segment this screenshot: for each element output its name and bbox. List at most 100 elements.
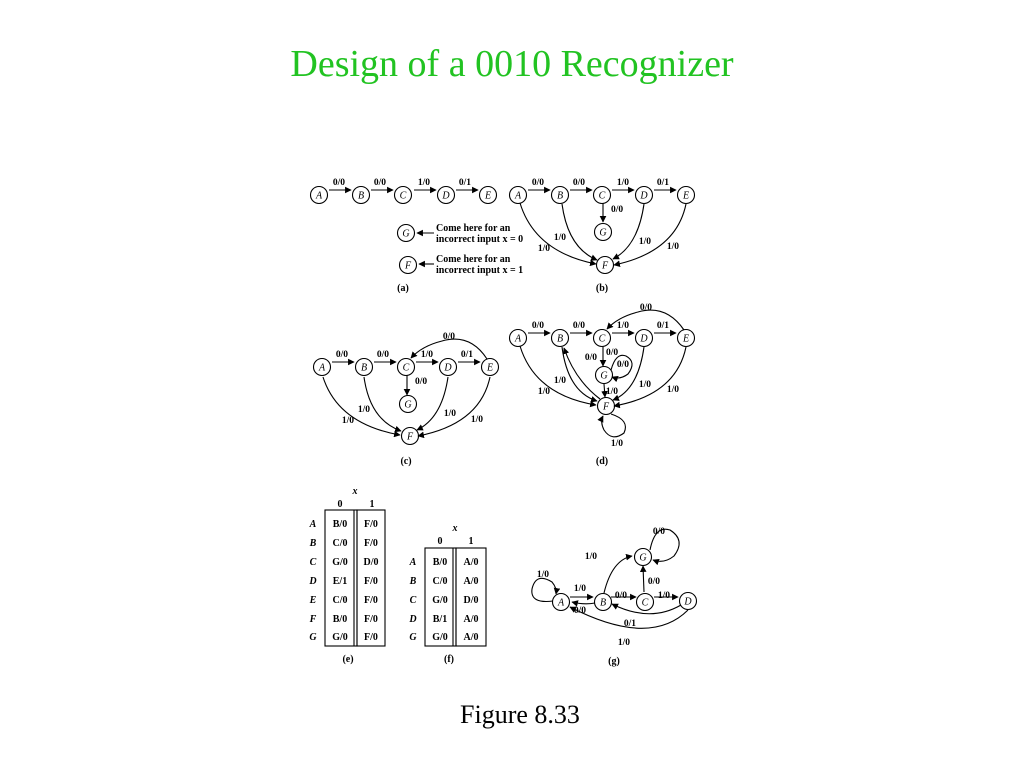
edge-g-aa	[531, 577, 561, 603]
state-d-F	[596, 396, 616, 416]
edge-label: 0/1	[624, 619, 636, 629]
edge-label: 1/0	[639, 237, 651, 247]
edge-d-gg	[610, 354, 633, 383]
table-row-state: G	[409, 632, 417, 643]
table-cell: B/1	[433, 614, 447, 625]
state-label: B	[557, 334, 563, 345]
figure-caption: Figure 8.33	[460, 700, 580, 729]
state-c-E	[480, 357, 500, 377]
panel-d-text: A B C D E G F 0/0 0/0 0/0 1/0 0/1 0/0 0/…	[514, 303, 689, 467]
state-label: E	[486, 363, 493, 374]
edge-d-gf	[601, 383, 608, 398]
panel-label: (b)	[596, 283, 608, 294]
table-row-state: D	[408, 614, 416, 625]
state-label: C	[599, 191, 606, 202]
state-label: E	[682, 334, 689, 345]
state-a-G	[396, 223, 416, 243]
table-row-state: C	[410, 595, 417, 606]
state-a-C	[393, 185, 413, 205]
table-cell: B/0	[333, 519, 347, 530]
panel-a	[309, 185, 498, 275]
state-label: G	[600, 371, 607, 382]
edge-label: 0/0	[653, 527, 665, 537]
edge-label: 1/0	[611, 439, 623, 449]
state-d-B	[550, 328, 570, 348]
panel-b-text: A B C D E G F 0/0 0/0 1/0 0/1 0/0 1/0 1/…	[514, 178, 689, 294]
edge-c-ec	[410, 338, 488, 360]
edge-label: 0/1	[459, 178, 471, 188]
panel-label: (e)	[342, 654, 353, 665]
edge-d-ff	[597, 413, 626, 438]
edge-c-ef	[417, 376, 491, 439]
state-label: A	[514, 191, 522, 202]
table-cell: C/0	[333, 595, 348, 606]
state-b-E	[676, 185, 696, 205]
table-cell: F/0	[364, 576, 378, 587]
edge-b-df	[612, 203, 645, 260]
note-text: incorrect input x = 1	[436, 265, 523, 276]
state-g-A	[551, 592, 571, 612]
edge-label: 0/1	[461, 350, 473, 360]
state-label: D	[639, 191, 648, 202]
state-label: D	[683, 597, 692, 608]
note-text: Come here for an	[436, 254, 511, 265]
table-var: x	[352, 486, 358, 497]
table-cell: D/0	[464, 595, 479, 606]
note-text: incorrect input x = 0	[436, 234, 523, 245]
state-c-G	[398, 394, 418, 414]
edge-label: 0/1	[657, 178, 669, 188]
edge-d-ec	[606, 309, 685, 331]
table-f-frame	[424, 547, 487, 647]
state-g-G	[633, 547, 653, 567]
state-label: B	[358, 191, 364, 202]
edge-label: 1/0	[617, 178, 629, 188]
state-a-A	[309, 185, 329, 205]
edge-g-gg	[649, 528, 680, 566]
panel-label: (c)	[400, 456, 411, 467]
table-e-col1-box	[356, 509, 386, 647]
text-layer: A B C D E G F 0/0 0/0 1/0 0/1 Come here …	[308, 178, 692, 667]
note-text: Come here for an	[436, 223, 511, 234]
state-label: E	[682, 191, 689, 202]
edge-label: 1/0	[418, 178, 430, 188]
table-cell: D/0	[364, 557, 379, 568]
table-cell: G/0	[332, 557, 348, 568]
state-label: F	[601, 261, 609, 272]
state-label: D	[639, 334, 648, 345]
table-row-state: E	[309, 595, 317, 606]
panel-c-text: A B C D E G F 0/0 0/0 0/0 1/0 0/1 0/0 1/…	[318, 332, 493, 467]
state-label: D	[443, 363, 452, 374]
state-label: D	[441, 191, 450, 202]
state-label: C	[642, 598, 649, 609]
edge-label: 1/0	[667, 385, 679, 395]
state-label: G	[639, 553, 646, 564]
panel-label: (g)	[608, 656, 620, 667]
edge-label: 0/0	[532, 321, 544, 331]
panel-b	[508, 185, 696, 275]
panel-g-text: A B C D G 0/0 1/0 1/0 1/0 0/0 1/0 0/0 0/…	[537, 527, 692, 667]
state-label: E	[484, 191, 491, 202]
state-b-G	[593, 222, 613, 242]
edge-label: 0/1	[657, 321, 669, 331]
panel-label: (a)	[397, 283, 409, 294]
table-cell: F/0	[364, 519, 378, 530]
state-c-A	[312, 357, 332, 377]
edge-label: 1/0	[421, 350, 433, 360]
edge-label: 0/0	[532, 178, 544, 188]
state-label: A	[557, 598, 565, 609]
edge-label: 1/0	[667, 242, 679, 252]
table-col-header: 0	[438, 536, 443, 547]
state-label: C	[403, 363, 410, 374]
state-label: C	[400, 191, 407, 202]
edge-label: 0/0	[573, 178, 585, 188]
edge-c-df	[416, 376, 449, 431]
state-g-D	[678, 591, 698, 611]
state-c-C	[396, 357, 416, 377]
edge-label: 1/0	[342, 416, 354, 426]
state-label: B	[361, 363, 367, 374]
table-cell: A/0	[464, 576, 479, 587]
table-f: x 0 1 A B/0 A/0 B C/0 A/0 C G/0 D/0 D B/…	[408, 523, 478, 665]
table-cell: A/0	[464, 614, 479, 625]
table-cell: F/0	[364, 632, 378, 643]
